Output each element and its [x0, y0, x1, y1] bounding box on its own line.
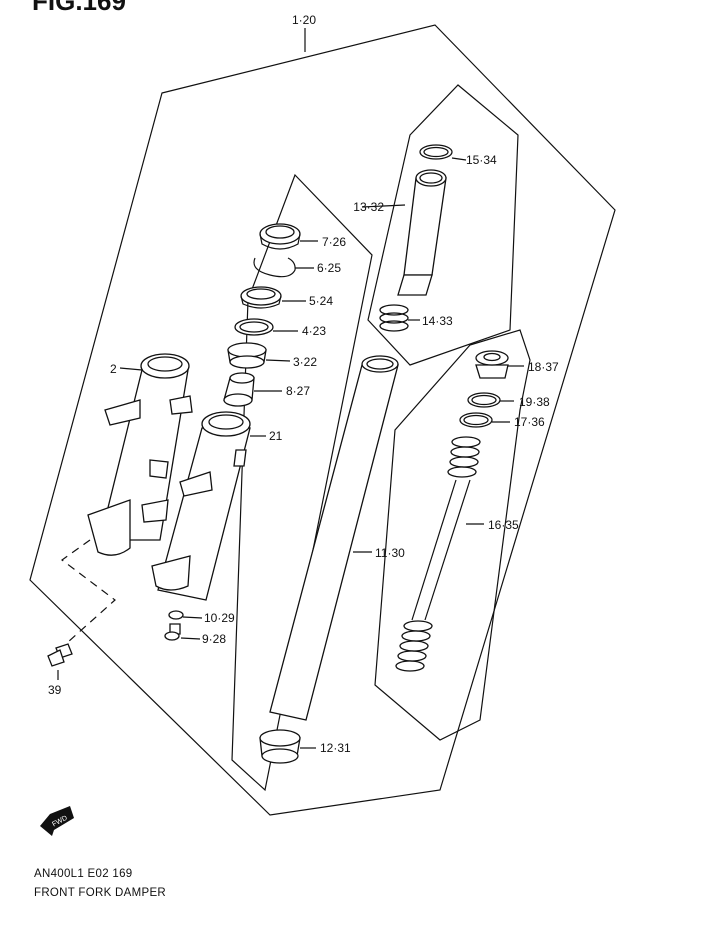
part-14-33	[379, 304, 420, 332]
callout-8-27: 8·27	[286, 384, 310, 398]
callout-13-32: 13·32	[353, 200, 384, 214]
callout-5-24: 5·24	[309, 294, 333, 308]
callout-15-34: 15·34	[466, 153, 497, 167]
callout-labels: 1·20 15·34 13·32 7·26 6·25 5·24 4·23 3·2…	[48, 13, 559, 755]
part-5-24	[240, 286, 306, 309]
assembly-boundary-inner	[231, 173, 373, 792]
part-10-29	[168, 610, 203, 620]
callout-14-33: 14·33	[422, 314, 453, 328]
fwd-arrow-icon: FWD	[40, 806, 74, 836]
part-8-27	[223, 372, 282, 407]
callout-16-35: 16·35	[488, 518, 519, 532]
leader-dashed	[60, 539, 116, 643]
callout-1-20: 1·20	[292, 13, 316, 27]
assembly-boundary-outer	[29, 24, 616, 816]
callout-9-28: 9·28	[202, 632, 226, 646]
part-21-fork-leg	[151, 411, 266, 601]
spring-boundary	[374, 329, 531, 741]
footer-caption: FRONT FORK DAMPER	[34, 887, 167, 899]
callout-10-29: 10·29	[204, 611, 235, 625]
part-11-30-inner-tube	[269, 355, 399, 721]
callout-19-38: 19·38	[519, 395, 550, 409]
part-2-fork-leg	[87, 353, 193, 556]
callout-7-26: 7·26	[322, 235, 346, 249]
part-15-34	[419, 144, 467, 161]
part-19-38	[467, 392, 514, 408]
part-4-23	[234, 318, 298, 336]
figure-title: FIG.169	[32, 0, 126, 16]
part-13-32	[361, 169, 447, 296]
footer-code: AN400L1 E02 169	[34, 868, 133, 880]
callout-21: 21	[269, 429, 283, 443]
callout-17-36: 17·36	[514, 415, 545, 429]
part-6-25	[253, 257, 314, 278]
callout-4-23: 4·23	[302, 324, 326, 338]
part-39-bolt	[47, 643, 73, 680]
part-18-37	[475, 350, 524, 379]
part-17-36	[459, 412, 510, 428]
part-16-35-spring	[395, 436, 484, 672]
callout-6-25: 6·25	[317, 261, 341, 275]
callout-18-37: 18·37	[528, 360, 559, 374]
callout-39: 39	[48, 683, 62, 697]
part-12-31	[259, 729, 316, 764]
part-9-28	[164, 623, 201, 641]
callout-11-30: 11·30	[375, 546, 405, 560]
part-7-26	[259, 223, 318, 250]
cartridge-boundary	[367, 84, 519, 366]
callout-12-31: 12·31	[320, 741, 351, 755]
callout-3-22: 3·22	[293, 355, 317, 369]
callout-2: 2	[110, 362, 117, 376]
part-3-22	[227, 342, 291, 369]
